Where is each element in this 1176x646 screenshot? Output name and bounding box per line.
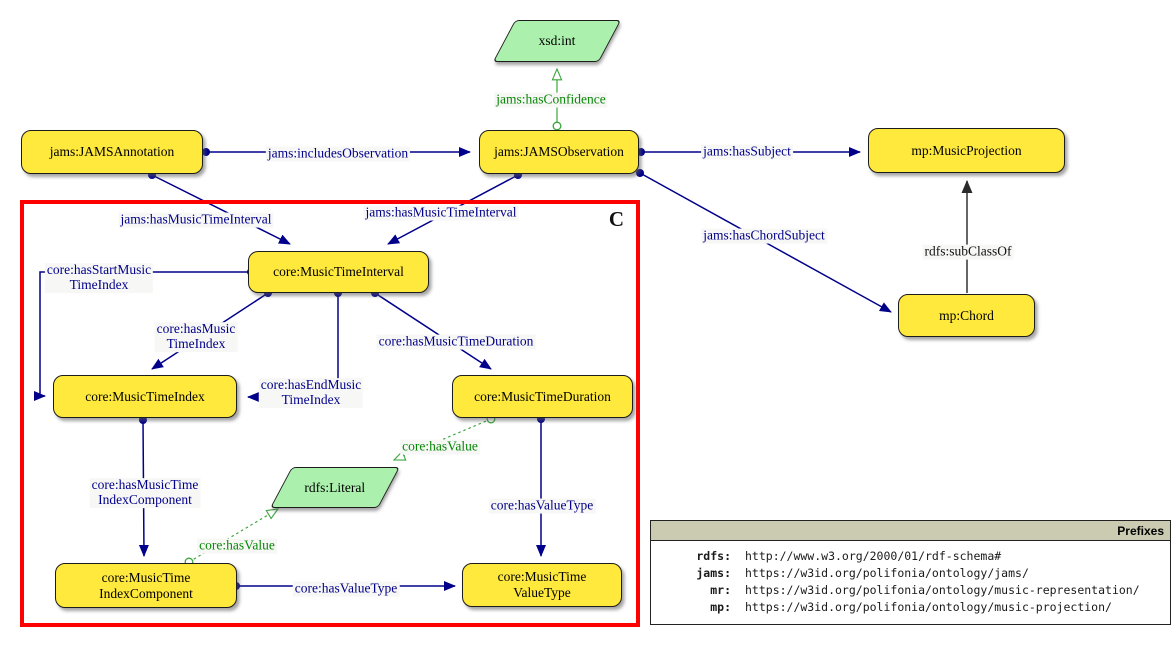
edge-has-music-time-interval-left <box>151 174 291 245</box>
prefix-uri: https://w3id.org/polifonia/ontology/musi… <box>745 583 1140 597</box>
module-c-region: C <box>20 200 640 627</box>
label-has-start-music-time-index: core:hasStartMusic TimeIndex <box>44 262 154 293</box>
label-has-start-music-time-index-line1: core:hasStartMusic <box>46 262 152 278</box>
node-core-music-time-value-type-label-2: ValueType <box>513 585 571 600</box>
prefix-name: mr: <box>710 583 731 597</box>
prefix-row-mr: mr: https://w3id.org/polifonia/ontology/… <box>659 582 1162 599</box>
prefixes-body: rdfs: http://www.w3.org/2000/01/rdf-sche… <box>651 541 1170 624</box>
node-core-music-time-index-label: core:MusicTimeIndex <box>85 388 205 404</box>
node-rdfs-literal-label: rdfs:Literal <box>304 479 366 495</box>
label-has-music-time-index-line1: core:hasMusic <box>156 321 236 337</box>
node-jams-observation: jams:JAMSObservation <box>479 130 639 174</box>
label-has-music-time-index-component-line1: core:hasMusicTime <box>91 477 199 493</box>
label-has-end-music-time-index-line2: TimeIndex <box>281 392 341 407</box>
label-has-end-music-time-index-line1: core:hasEndMusic <box>260 377 362 393</box>
node-core-music-time-index: core:MusicTimeIndex <box>53 375 237 418</box>
node-core-music-time-interval: core:MusicTimeInterval <box>248 251 429 293</box>
label-has-end-music-time-index: core:hasEndMusic TimeIndex <box>258 377 364 408</box>
node-mp-music-projection-label: mp:MusicProjection <box>911 142 1022 158</box>
prefix-row-jams: jams: https://w3id.org/polifonia/ontolog… <box>659 565 1162 582</box>
node-xsd-int: xsd:int <box>492 20 622 62</box>
label-has-value-type-vertical: core:hasValueType <box>488 497 596 514</box>
node-core-music-time-index-component-label-2: IndexComponent <box>99 585 193 601</box>
prefix-name: jams: <box>696 566 731 580</box>
label-has-music-time-index-component: core:hasMusicTime IndexComponent <box>89 477 201 508</box>
prefix-uri: http://www.w3.org/2000/01/rdf-schema# <box>745 549 1002 563</box>
node-core-music-time-duration-label: core:MusicTimeDuration <box>474 388 611 404</box>
label-has-value-lower: core:hasValue <box>197 537 277 554</box>
dot-observation-top-open <box>552 121 562 131</box>
node-jams-observation-label: jams:JAMSObservation <box>494 144 624 160</box>
dot-observation-right-top <box>637 148 645 156</box>
label-has-music-time-index-component-line2: IndexComponent <box>98 492 192 507</box>
node-core-music-time-value-type: core:MusicTime ValueType <box>462 563 622 607</box>
edge-has-music-time-duration <box>374 292 492 370</box>
label-has-music-time-interval-right: jams:hasMusicTimeInterval <box>363 204 519 221</box>
node-xsd-int-label: xsd:int <box>538 33 576 48</box>
prefixes-panel-title: Prefixes <box>651 521 1170 541</box>
label-has-music-time-index-line2: TimeIndex <box>166 336 226 351</box>
prefixes-panel: Prefixes rdfs: http://www.w3.org/2000/01… <box>650 520 1171 625</box>
label-has-value-upper: core:hasValue <box>400 438 480 455</box>
module-c-label: C <box>608 207 624 231</box>
label-has-confidence: jams:hasConfidence <box>494 91 608 108</box>
dot-annotation-right <box>202 148 210 156</box>
node-jams-annotation: jams:JAMSAnnotation <box>21 130 203 174</box>
dot-index-bottom <box>139 416 147 424</box>
node-rdfs-literal: rdfs:Literal <box>270 467 400 508</box>
label-has-music-time-index: core:hasMusic TimeIndex <box>154 321 238 352</box>
label-has-music-time-duration: core:hasMusicTimeDuration <box>376 333 536 350</box>
prefix-row-mp: mp: https://w3id.org/polifonia/ontology/… <box>659 599 1162 616</box>
node-mp-music-projection: mp:MusicProjection <box>868 128 1065 173</box>
label-has-chord-subject: jams:hasChordSubject <box>701 227 827 244</box>
prefix-name: mp: <box>710 600 731 614</box>
node-jams-annotation-label: jams:JAMSAnnotation <box>49 144 175 160</box>
node-core-music-time-index-component-label-1: core:MusicTime <box>101 569 191 585</box>
prefix-uri: https://w3id.org/polifonia/ontology/musi… <box>745 600 1112 614</box>
edge-has-value-upper <box>392 418 492 461</box>
node-core-music-time-interval-label: core:MusicTimeInterval <box>273 264 404 280</box>
label-includes-observation: jams:includesObservation <box>265 145 411 162</box>
label-has-subject: jams:hasSubject <box>701 143 793 160</box>
node-mp-chord-label: mp:Chord <box>939 307 994 323</box>
node-core-music-time-duration: core:MusicTimeDuration <box>452 375 633 418</box>
label-has-value-type-horizontal: core:hasValueType <box>292 580 400 597</box>
node-mp-chord: mp:Chord <box>898 294 1035 337</box>
prefix-uri: https://w3id.org/polifonia/ontology/jams… <box>745 566 1029 580</box>
label-sub-class-of: rdfs:subClassOf <box>922 243 1014 260</box>
node-core-music-time-value-type-label-1: core:MusicTime <box>497 569 587 585</box>
label-has-start-music-time-index-line2: TimeIndex <box>69 277 129 292</box>
prefix-row-rdfs: rdfs: http://www.w3.org/2000/01/rdf-sche… <box>659 548 1162 565</box>
label-has-music-time-interval-left: jams:hasMusicTimeInterval <box>118 211 274 228</box>
node-core-music-time-index-component: core:MusicTime IndexComponent <box>55 563 237 608</box>
dot-observation-right-bottom <box>636 169 644 177</box>
prefix-name: rdfs: <box>696 549 731 563</box>
